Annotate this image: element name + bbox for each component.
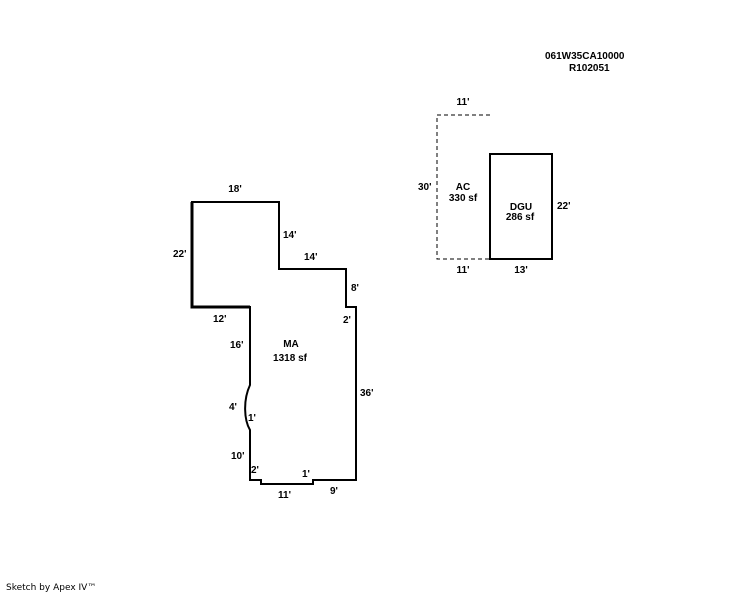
ma-dim-notch-right: 1' (302, 469, 310, 480)
ac-name: AC (455, 182, 471, 193)
sketch-credit: Sketch by Apex IV™ (6, 583, 97, 593)
ma-dim-bump-depth: 1' (248, 413, 256, 424)
ma-dim-bump-span: 4' (229, 402, 237, 413)
ma-name: MA (283, 339, 299, 350)
dgu-outline (489, 153, 553, 260)
ma-outline (191, 201, 357, 485)
ma-area: 1318 sf (273, 353, 307, 364)
ma-thick-wall-left (190, 202, 250, 309)
ma-dim-left-upper: 16' (230, 340, 244, 351)
account-id: R102051 (569, 63, 610, 74)
ma-dim-inner-top: 12' (213, 314, 227, 325)
ma-dim-step-right: 14' (304, 252, 318, 263)
parcel-id: 061W35CA10000 (545, 51, 625, 62)
ma-dim-right-jog: 2' (343, 315, 351, 326)
ac-dim-top: 11' (456, 97, 470, 108)
ma-dim-top: 18' (228, 184, 242, 195)
dgu-dim-bottom: 13' (514, 265, 528, 276)
ma-dim-bottom-mid: 11' (278, 490, 291, 501)
ac-dim-left: 30' (418, 182, 432, 193)
ma-dim-step-down: 14' (283, 230, 297, 241)
ma-dim-left: 22' (173, 249, 187, 260)
ma-dim-notch-left: 2' (251, 465, 259, 476)
dgu-area: 286 sf (505, 212, 535, 223)
ac-dim-bottom: 11' (456, 265, 470, 276)
dgu-name: DGU (509, 202, 533, 213)
ma-dim-right-main: 36' (360, 388, 374, 399)
ma-dim-bottom-right: 9' (330, 486, 338, 497)
dgu-dim-right: 22' (557, 201, 571, 212)
ac-area: 330 sf (448, 193, 478, 204)
ma-dim-right-upper: 8' (351, 283, 359, 294)
ma-dim-left-lower: 10' (231, 451, 245, 462)
